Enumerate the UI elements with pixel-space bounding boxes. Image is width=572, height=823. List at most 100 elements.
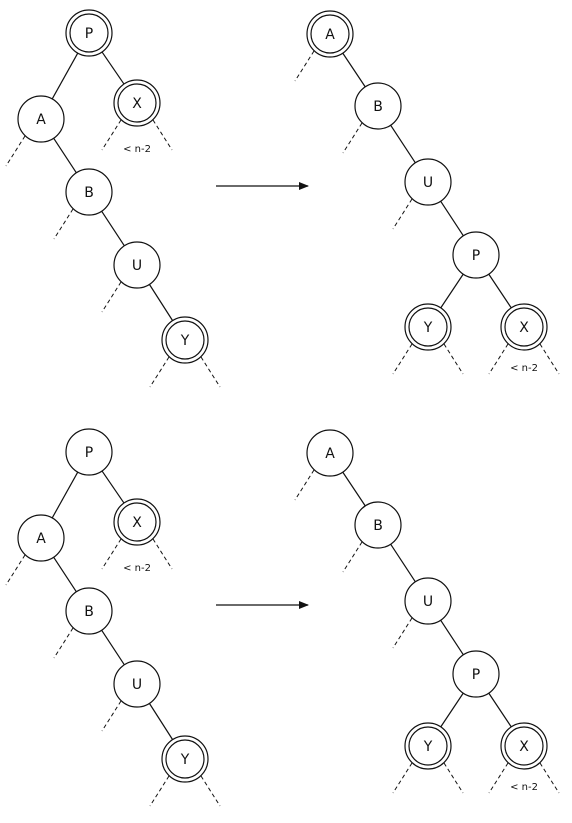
node-a: A (17, 514, 65, 562)
subtree-stub-b-left (342, 541, 363, 573)
node-y: Y (404, 722, 452, 770)
node-circle (17, 95, 65, 143)
node-label: P (472, 248, 480, 264)
height-note: < n-2 (510, 782, 538, 793)
tree-before-2: P A X < n-2B U Y (5, 428, 221, 807)
node-label: P (85, 26, 93, 42)
subtree-stub-u-left (392, 617, 413, 649)
height-note: < n-2 (123, 144, 151, 155)
node-circle (404, 158, 452, 206)
node-u: U (404, 577, 452, 625)
node-x: X (113, 79, 161, 127)
tree-edge-a-b (342, 52, 366, 88)
node-label: P (85, 445, 93, 461)
node-inner-ring (504, 307, 544, 347)
node-inner-ring (408, 726, 448, 766)
subtree-stub-y-right (443, 343, 464, 375)
subtree-stub-x-left (488, 762, 509, 794)
node-circle (404, 303, 452, 351)
node-u: U (113, 241, 161, 289)
node-label: P (472, 667, 480, 683)
tree-edge-u-p (440, 200, 464, 237)
tree-edge-p-x (488, 273, 512, 309)
node-label: Y (180, 752, 190, 768)
node-label: B (84, 185, 94, 201)
tree-before-1: P A X < n-2B U Y (5, 9, 221, 388)
node-y: Y (161, 316, 209, 364)
subtree-stub-u-left (392, 198, 413, 230)
node-circle (65, 9, 113, 57)
node-circle (65, 428, 113, 476)
node-inner-ring (117, 502, 157, 542)
tree-edge-b-u (390, 543, 416, 583)
node-a: A (17, 95, 65, 143)
node-label: Y (180, 333, 190, 349)
node-label: X (132, 515, 142, 531)
tree-edge-u-p (440, 619, 464, 656)
node-circle (113, 660, 161, 708)
subtree-stub-x-right (152, 119, 173, 151)
node-b: B (354, 82, 402, 130)
node-x: X (500, 722, 548, 770)
tree-edge-b-u (390, 124, 416, 164)
subtree-stub-b-left (342, 122, 363, 154)
node-circle (500, 722, 548, 770)
node-label: U (132, 258, 142, 274)
tree-edge-p-x (101, 51, 125, 85)
tree-edge-p-x (101, 470, 125, 504)
node-label: A (36, 112, 46, 128)
subtree-stub-x-left (488, 343, 509, 375)
node-label: Y (423, 739, 433, 755)
subtree-stub-a-left (294, 469, 315, 501)
node-a: A (306, 429, 354, 477)
subtree-stub-y-left (149, 356, 170, 388)
tree-edge-p-a (51, 471, 79, 519)
tree-edge-a-b (342, 471, 366, 507)
subtree-stub-y-left (392, 762, 413, 794)
node-inner-ring (69, 13, 109, 53)
tree-edge-a-b (53, 137, 77, 174)
node-inner-ring (408, 307, 448, 347)
node-label: U (423, 594, 433, 610)
height-note: < n-2 (123, 563, 151, 574)
node-p: P (65, 9, 113, 57)
node-label: B (84, 604, 94, 620)
node-b: B (65, 168, 113, 216)
node-label: A (325, 27, 335, 43)
subtree-stub-a-left (294, 50, 315, 82)
node-circle (161, 316, 209, 364)
subtree-stub-y-right (443, 762, 464, 794)
node-circle (500, 303, 548, 351)
height-note: < n-2 (510, 363, 538, 374)
node-circle (404, 577, 452, 625)
subtree-stub-x-right (539, 343, 560, 375)
node-p: P (452, 231, 500, 279)
node-label: U (423, 175, 433, 191)
node-circle (452, 231, 500, 279)
node-circle (161, 735, 209, 783)
tree-edge-p-y (440, 692, 464, 728)
node-b: B (65, 587, 113, 635)
tree-edge-b-u (101, 629, 125, 666)
node-circle (354, 82, 402, 130)
tree-after-1: A B U P Y X < n-2 (294, 10, 560, 375)
node-p: P (65, 428, 113, 476)
tree-edge-p-x (488, 692, 512, 728)
node-y: Y (404, 303, 452, 351)
node-x: X (500, 303, 548, 351)
node-inner-ring (165, 320, 205, 360)
node-label: Y (423, 320, 433, 336)
node-u: U (113, 660, 161, 708)
subtree-stub-u-left (101, 281, 122, 313)
node-circle (113, 79, 161, 127)
node-circle (452, 650, 500, 698)
node-circle (404, 722, 452, 770)
tree-edge-p-a (51, 52, 79, 100)
node-label: B (373, 99, 383, 115)
node-label: A (36, 531, 46, 547)
subtree-stub-y-left (149, 775, 170, 807)
subtree-stub-x-left (101, 119, 122, 151)
node-circle (354, 501, 402, 549)
